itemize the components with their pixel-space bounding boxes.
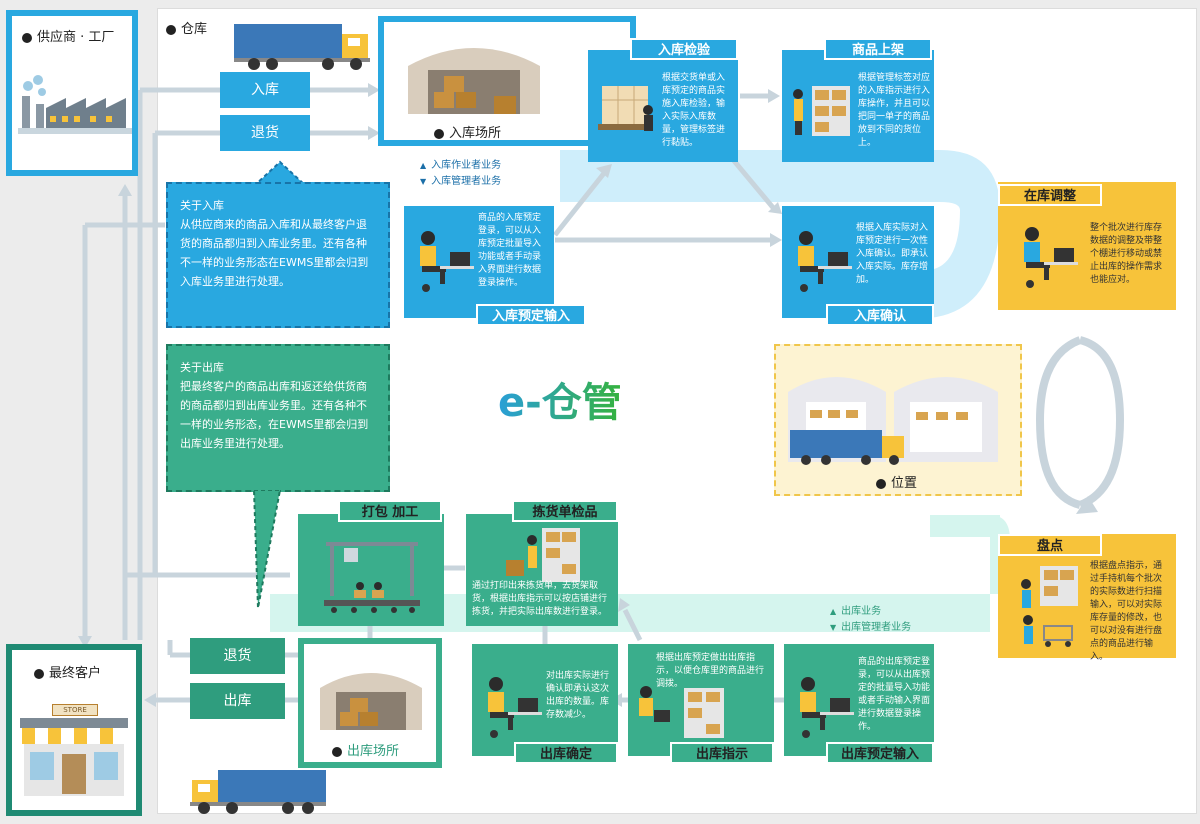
store-sign: STORE	[52, 704, 98, 716]
app-logo: e-仓管	[498, 380, 622, 426]
desk-worker-icon-3	[1024, 227, 1078, 288]
outbound-instruct-card: 根据出库预定做出出库指示，以便仓库里的商品进行调拨。	[628, 644, 774, 756]
inbound-legend: ▲入库作业者业务 ▼入库管理者业务	[420, 158, 501, 190]
inbound-warehouse-icon	[408, 48, 540, 114]
outbound-note: 关于出库 把最终客户的商品出库和返还给供货商的商品都归到出库业务里。还有各种不一…	[166, 344, 390, 492]
legend-outbound-worker: ▲出库业务	[830, 606, 882, 617]
inbound-inspect-card: 根据交货单或入库预定的商品实施入库检验，输入实际入库数量，管理标签进行黏贴。	[588, 50, 738, 162]
inbound-truck-icon	[234, 24, 370, 70]
inbound-inspect-text: 根据交货单或入库预定的商品实施入库检验，输入实际入库数量，管理标签进行黏贴。	[662, 73, 726, 148]
customer-label: 最终客户	[34, 662, 101, 681]
pick-card: 通过打印出来拣货单，去货架取货，根据出库指示可以按店铺进行拣货，并把实际出库数进…	[466, 514, 618, 626]
inbound-plan-card: 商品的入库预定登录，可以从入库预定批量导入功能或者手动录入界面进行数据登录操作。	[404, 206, 554, 318]
outbound-plan-title: 出库预定输入	[826, 742, 934, 764]
outbound-truck-icon	[190, 770, 326, 814]
outbound-ribbon-top	[930, 515, 1000, 537]
supplier-panel: 供应商 · 工厂	[6, 10, 138, 176]
outbound-plan-card: 商品的出库预定登录，可以从出库预定的批量导入功能或者手动输入界面进行数据登录操作…	[784, 644, 934, 756]
outbound-place-panel: 出库场所	[298, 638, 442, 768]
inbound-note: 关于入库 从供应商来的商品入库和从最终客户退货的商品都归到入库业务里。还有各种不…	[166, 182, 390, 328]
inbound-plan-title: 入库预定输入	[476, 304, 586, 326]
location-label: 位置	[876, 472, 917, 491]
shelving-text: 根据管理标签对应的入库指示进行入库操作，并且可以把同一单子的商品放到不同的货位上…	[858, 73, 931, 148]
pack-title: 打包 加工	[338, 500, 442, 522]
location-panel: 位置	[774, 344, 1022, 496]
instruct-icon	[639, 686, 724, 738]
inbound-note-pointer	[252, 160, 308, 186]
outbound-note-title: 关于出库	[180, 361, 224, 374]
inventory-adjust-title: 在库调整	[998, 184, 1102, 206]
inbound-confirm-title: 入库确认	[826, 304, 934, 326]
outbound-warehouse-icon	[320, 673, 422, 730]
factory-icon	[18, 75, 132, 134]
conveyor-icon	[324, 542, 420, 613]
shelving-card: 根据管理标签对应的入库指示进行入库操作，并且可以把同一单子的商品放到不同的货位上…	[782, 50, 934, 162]
picking-icon	[506, 528, 580, 582]
inbound-ribbon-curve	[930, 150, 1000, 318]
inbound-inspect-title: 入库检验	[630, 38, 738, 60]
outbound-button[interactable]: 出库	[190, 683, 285, 719]
legend-inbound-manager: ▼入库管理者业务	[420, 176, 502, 187]
outbound-confirm-title: 出库确定	[514, 742, 618, 764]
inbound-note-text: 从供应商来的商品入库和从最终客户退货的商品都归到入库业务里。还有各种不一样的业务…	[180, 218, 369, 288]
inbound-confirm-card: 根据入库实际对入库预定进行一次性入库确认。即承认入库实际。库存增加。	[782, 206, 934, 318]
shelving-title: 商品上架	[824, 38, 932, 60]
supplier-label: 供应商 · 工厂	[22, 26, 114, 45]
desk-worker-icon-2	[798, 231, 852, 292]
inbound-confirm-text: 根据入库实际对入库预定进行一次性入库确认。即承认入库实际。库存增加。	[856, 223, 929, 285]
desk-worker-icon-5	[800, 677, 854, 738]
pack-card	[298, 514, 444, 626]
outbound-note-pointer	[252, 490, 282, 609]
inbound-plan-text: 商品的入库预定登录，可以从入库预定批量导入功能或者手动录入界面进行数据登录操作。	[478, 213, 542, 288]
pick-text: 通过打印出来拣货单，去货架取货，根据出库指示可以按店铺进行拣货，并把实际出库数进…	[472, 581, 608, 617]
outbound-instruct-text: 根据出库预定做出出库指示，以便仓库里的商品进行调拨。	[656, 653, 765, 689]
outbound-place-label: 出库场所	[332, 740, 399, 759]
warehouse-interior-icon	[788, 377, 998, 465]
outbound-confirm-text: 对出库实际进行确认即承认这次出库的数量。库存数减少。	[546, 671, 610, 720]
inventory-adjust-text: 整个批次进行库存数据的调整及带整个棚进行移动或禁止出库的操作需求也能应对。	[1090, 223, 1163, 285]
count-worker-icon	[1021, 566, 1078, 647]
outbound-confirm-card: 对出库实际进行确认即承认这次出库的数量。库存数减少。	[472, 644, 618, 756]
inbound-place-label: 入库场所	[434, 122, 501, 141]
inventory-count-title: 盘点	[998, 534, 1102, 556]
outbound-note-text: 把最终客户的商品出库和返还给供货商的商品都归到出库业务里。还有各种不一样的业务形…	[180, 380, 369, 450]
inbound-note-title: 关于入库	[180, 199, 224, 212]
inbound-return-button[interactable]: 退货	[220, 115, 310, 151]
pick-title: 拣货单检品	[512, 500, 618, 522]
warehouse-label: 仓库	[166, 18, 207, 37]
legend-inbound-worker: ▲入库作业者业务	[420, 160, 502, 171]
inventory-count-text: 根据盘点指示，通过手持机每个批次的实际数进行扫描输入，可以对实际库存量的修改，也…	[1090, 561, 1163, 662]
outbound-legend: ▲出库业务 ▼出库管理者业务	[830, 604, 911, 636]
outbound-instruct-title: 出库指示	[670, 742, 774, 764]
inbound-button[interactable]: 入库	[220, 72, 310, 108]
desk-worker-icon	[420, 231, 474, 292]
legend-outbound-manager: ▼出库管理者业务	[830, 622, 912, 633]
outbound-plan-text: 商品的出库预定登录，可以从出库预定的批量导入功能或者手动输入界面进行数据登录操作…	[858, 657, 931, 732]
store-icon: STORE	[18, 696, 130, 808]
desk-worker-icon-4	[488, 677, 542, 738]
customer-panel: 最终客户 STORE	[6, 644, 142, 816]
shelf-worker-icon	[793, 86, 850, 136]
pallet-icon	[598, 86, 653, 131]
outbound-return-button[interactable]: 退货	[190, 638, 285, 674]
